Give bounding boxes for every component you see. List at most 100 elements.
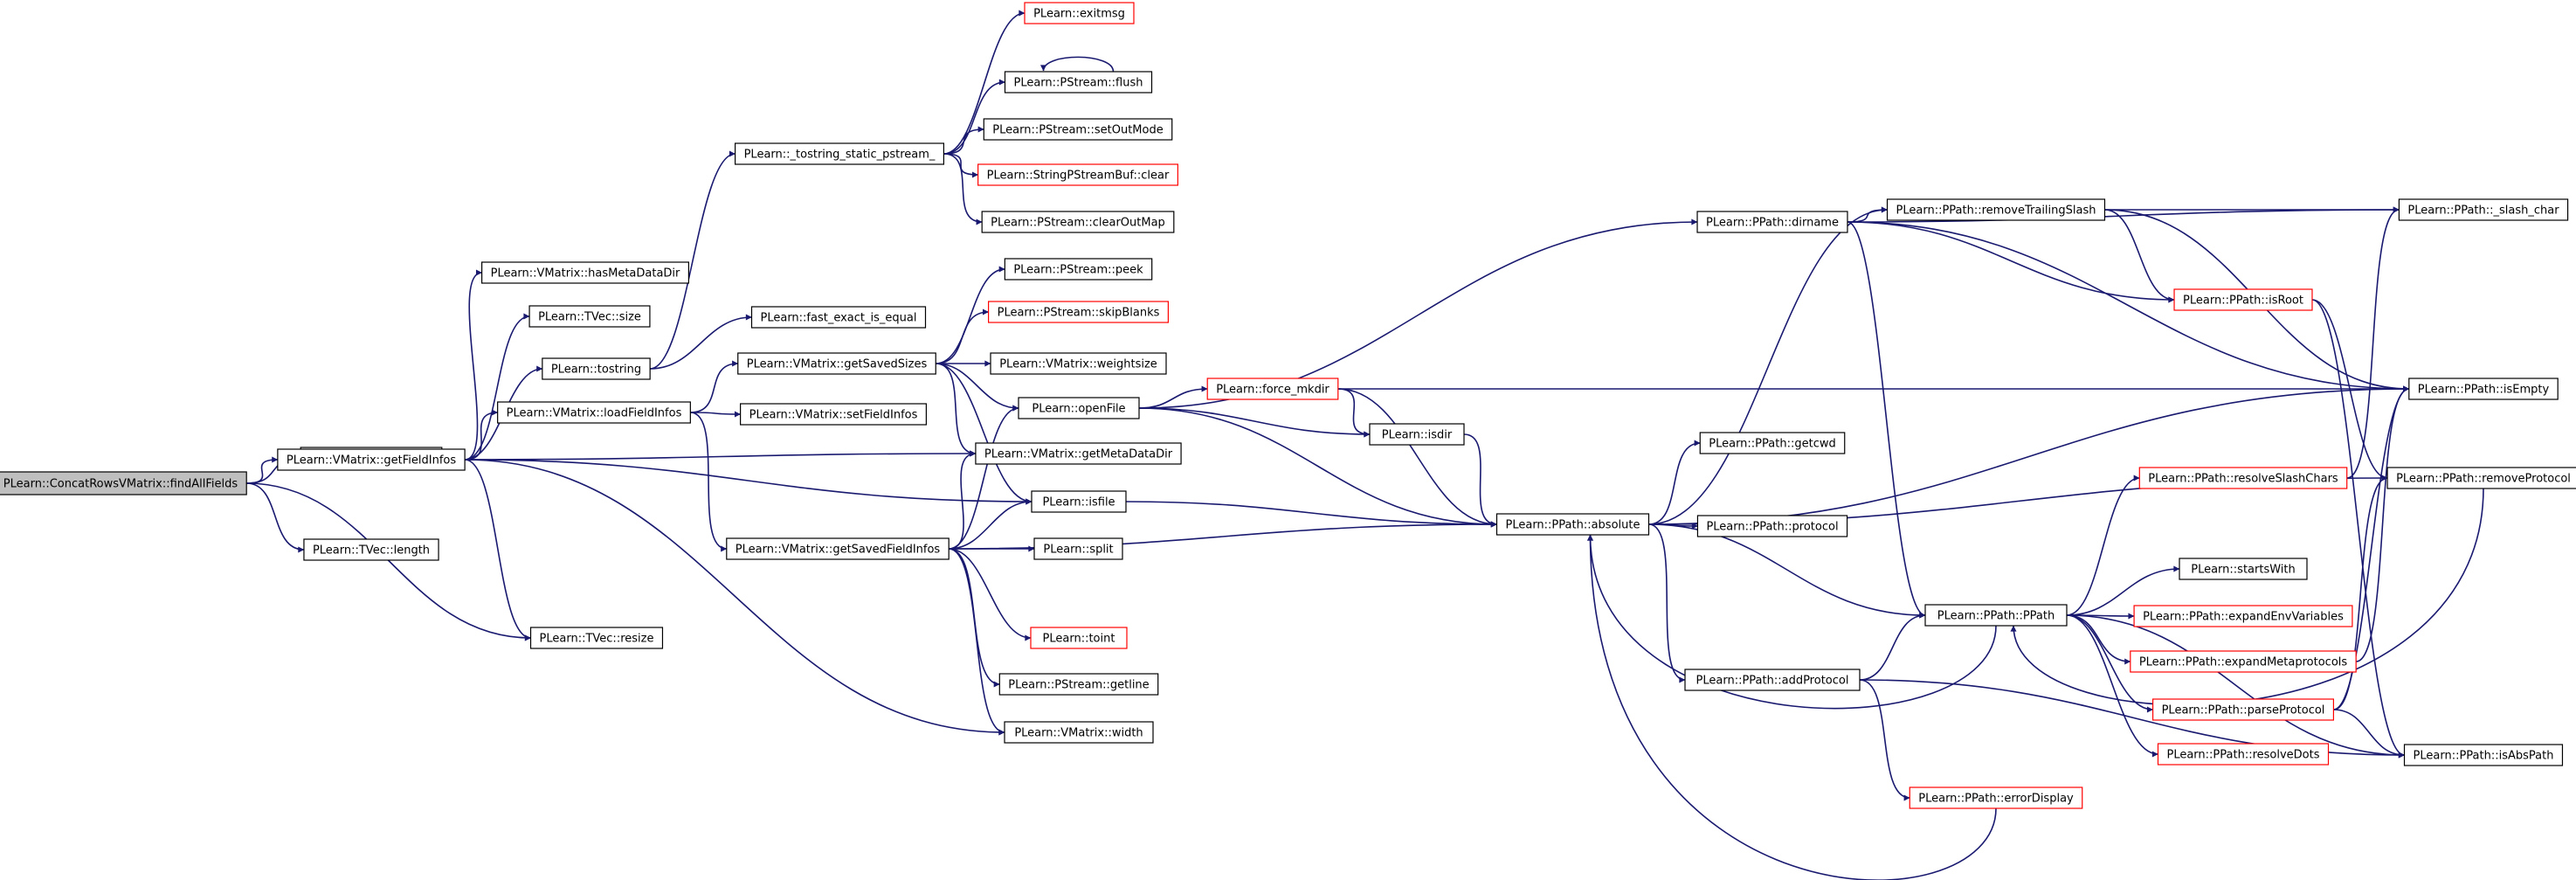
node-errordisplay[interactable]: PLearn::PPath::errorDisplay [1909, 786, 2083, 809]
edge-absolute-to-getcwd [1648, 440, 1701, 525]
node-label: PLearn::exitmsg [1033, 8, 1125, 21]
node-isdir[interactable]: PLearn::isdir [1369, 423, 1465, 446]
edge-tostring_static-to-setoutmode [943, 126, 984, 155]
node-box [737, 352, 936, 375]
node-removetrailingslash[interactable]: PLearn::PPath::removeTrailingSlash [1886, 198, 2106, 221]
node-box [2398, 198, 2569, 221]
node-box [1696, 211, 1848, 233]
node-isfile[interactable]: PLearn::isfile [1031, 490, 1127, 513]
edge-addprotocol-to-errordisplay [1859, 679, 1910, 801]
node-label: PLearn::PPath::removeProtocol [2396, 473, 2571, 486]
node-box [303, 538, 439, 561]
node-label: PLearn::isfile [1042, 496, 1115, 509]
node-sbclear[interactable]: PLearn::StringPStreamBuf::clear [977, 163, 1178, 186]
node-box [529, 627, 664, 649]
node-box [750, 306, 927, 329]
node-getmetadatadir[interactable]: PLearn::VMatrix::getMetaDataDir [975, 442, 1182, 465]
node-box [726, 537, 950, 560]
node-getsavedfieldinfos[interactable]: PLearn::VMatrix::getSavedFieldInfos [726, 537, 950, 560]
node-box [998, 673, 1159, 696]
edge-dirname-to-ppath [1847, 221, 1926, 619]
node-box [1004, 721, 1154, 744]
node-toint[interactable]: PLearn::toint [1030, 627, 1128, 649]
node-label: PLearn::isdir [1382, 429, 1453, 442]
node-box [975, 442, 1182, 465]
node-getcwd[interactable]: PLearn::PPath::getcwd [1699, 432, 1846, 454]
node-box [1696, 515, 1848, 537]
edge-isroot-to-removeprotocol [2311, 299, 2388, 482]
node-tostring[interactable]: PLearn::tostring [542, 357, 651, 380]
edge-loadfieldinfos-to-getsavedsizes [690, 360, 739, 413]
node-label: PLearn::_tostring_static_pstream_ [744, 149, 936, 162]
node-size[interactable]: PLearn::TVec::size [528, 305, 651, 328]
node-isroot[interactable]: PLearn::PPath::isRoot [2173, 288, 2313, 311]
node-exitmsg[interactable]: PLearn::exitmsg [1024, 2, 1135, 24]
node-label: PLearn::PPath::removeTrailingSlash [1896, 204, 2096, 218]
edge-getsavedsizes-to-skipblanks [936, 308, 989, 364]
node-openfile[interactable]: PLearn::openFile [1018, 397, 1140, 419]
node-isabspath[interactable]: PLearn::PPath::isAbsPath [2403, 744, 2564, 766]
node-getfieldinfos[interactable]: PLearn::VMatrix::getFieldInfos [277, 448, 466, 471]
node-width[interactable]: PLearn::VMatrix::width [1004, 721, 1154, 744]
node-fast-exact[interactable]: PLearn::fast_exact_is_equal [750, 306, 927, 329]
node-label: PLearn::tostring [551, 364, 641, 377]
node-box [0, 471, 247, 495]
edge-addprotocol-to-ppath [1859, 612, 1926, 681]
node-dirname[interactable]: PLearn::PPath::dirname [1696, 211, 1848, 233]
edge-tostring_static-to-flush [943, 79, 1005, 155]
node-box [990, 352, 1167, 375]
node-getline[interactable]: PLearn::PStream::getline [998, 673, 1159, 696]
node-label: PLearn::PPath::isAbsPath [2414, 750, 2554, 763]
node-label: PLearn::TVec::size [538, 311, 641, 324]
node-box [1886, 198, 2106, 221]
edge-force_mkdir-to-isdir [1337, 388, 1371, 438]
node-absolute[interactable]: PLearn::PPath::absolute [1495, 513, 1650, 536]
function-nodes: PLearn::ConcatRowsVMatrix::findAllFields… [0, 2, 2576, 809]
node-setfieldinfos[interactable]: PLearn::VMatrix::setFieldInfos [740, 403, 927, 426]
node-getsavedsizes[interactable]: PLearn::VMatrix::getSavedSizes [737, 352, 936, 375]
node-isempty[interactable]: PLearn::PPath::isEmpty [2408, 378, 2559, 400]
node-parseprotocol[interactable]: PLearn::PPath::parseProtocol [2151, 698, 2335, 721]
node-label: PLearn::VMatrix::getFieldInfos [287, 454, 456, 468]
node-label: PLearn::PStream::setOutMode [992, 124, 1163, 137]
node-slash-char[interactable]: PLearn::PPath::_slash_char [2398, 198, 2569, 221]
node-length[interactable]: PLearn::TVec::length [303, 538, 439, 561]
edge-flush-to-flush [1040, 56, 1115, 73]
node-label: PLearn::PStream::flush [1013, 77, 1143, 90]
edge-openfile-to-isdir [1138, 407, 1371, 438]
node-setoutmode[interactable]: PLearn::PStream::setOutMode [983, 118, 1173, 141]
node-protocol[interactable]: PLearn::PPath::protocol [1696, 515, 1848, 537]
edge-getfieldinfos-to-getmetadatadir [465, 450, 977, 461]
edge-tostring_static-to-sbclear [943, 153, 978, 178]
node-weightsize[interactable]: PLearn::VMatrix::weightsize [990, 352, 1167, 375]
node-resolveslashchars[interactable]: PLearn::PPath::resolveSlashChars [2138, 467, 2348, 489]
node-skipblanks[interactable]: PLearn::PStream::skipBlanks [988, 301, 1169, 323]
node-flush[interactable]: PLearn::PStream::flush [1004, 71, 1153, 94]
node-removeprotocol[interactable]: PLearn::PPath::removeProtocol [2386, 467, 2576, 489]
node-peek[interactable]: PLearn::PStream::peek [1004, 258, 1153, 281]
edge-dirname-to-isempty [1847, 221, 2410, 392]
node-resize[interactable]: PLearn::TVec::resize [529, 627, 664, 649]
node-box [1004, 71, 1153, 94]
node-label: PLearn::PPath::resolveDots [2166, 749, 2319, 762]
node-ppath[interactable]: PLearn::PPath::PPath [1924, 604, 2068, 627]
node-clearoutmap[interactable]: PLearn::PStream::clearOutMap [981, 211, 1175, 233]
node-box [1924, 604, 2068, 627]
edge-tostring_static-to-exitmsg [943, 10, 1026, 155]
node-loadfieldinfos[interactable]: PLearn::VMatrix::loadFieldInfos [497, 401, 691, 424]
node-resolvedots[interactable]: PLearn::PPath::resolveDots [2157, 743, 2330, 766]
node-force-mkdir[interactable]: PLearn::force_mkdir [1206, 378, 1339, 400]
node-expandmetaprotocols[interactable]: PLearn::PPath::expandMetaprotocols [2130, 650, 2357, 673]
edge-removetrailingslash-to-isroot [2104, 209, 2175, 303]
node-expandenvvariables[interactable]: PLearn::PPath::expandEnvVariables [2133, 605, 2353, 627]
node-tostring-static[interactable]: PLearn::_tostring_static_pstream_ [734, 142, 945, 165]
node-box [1495, 513, 1650, 536]
node-addprotocol[interactable]: PLearn::PPath::addProtocol [1684, 669, 1861, 691]
node-box [2138, 467, 2348, 489]
node-hasmetadatadir[interactable]: PLearn::VMatrix::hasMetaDataDir [481, 261, 689, 284]
node-box [1004, 258, 1153, 281]
node-startswith[interactable]: PLearn::startsWith [2179, 558, 2308, 580]
node-split[interactable]: PLearn::split [1033, 537, 1123, 560]
node-root[interactable]: PLearn::ConcatRowsVMatrix::findAllFields [0, 471, 247, 495]
edge-tostring_static-to-clearoutmap [943, 153, 983, 225]
